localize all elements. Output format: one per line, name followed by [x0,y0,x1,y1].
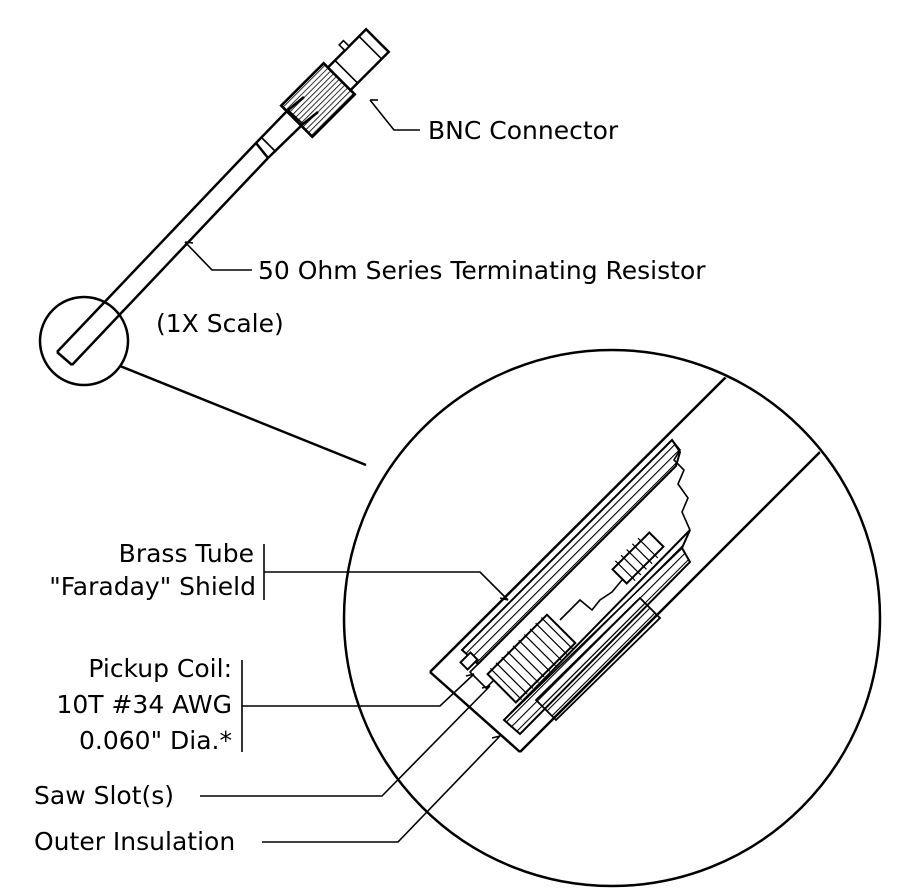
pickup-coil-diameter-label: 0.060" Dia.* [79,726,232,755]
saw-slot-label: Saw Slot(s) [34,781,174,810]
scale-label: (1X Scale) [156,309,284,338]
outer-insulation-leader [262,735,501,843]
bnc-connector [279,27,391,139]
brass-tube-label: Brass Tube [119,539,254,568]
brass-tube-leader [263,544,509,601]
pickup-coil-windings [486,613,577,704]
bnc-connector-label: BNC Connector [428,116,619,145]
outer-insulation-label: Outer Insulation [34,827,235,856]
saw-slot-leader [200,685,491,797]
pickup-coil-leader [241,660,475,752]
faraday-shield-label: "Faraday" Shield [49,572,256,601]
resistor-label: 50 Ohm Series Terminating Resistor [258,256,706,285]
small-detail-circle [38,295,130,387]
resistor-leader [184,241,252,271]
magnified-detail-circle [342,348,882,888]
magnified-section [429,357,831,753]
pickup-coil-turns-label: 10T #34 AWG [56,690,232,719]
bnc-leader [369,99,420,131]
probe-body [56,96,319,366]
pickup-coil-label: Pickup Coil: [88,654,232,683]
detail-connector-line [119,364,367,467]
